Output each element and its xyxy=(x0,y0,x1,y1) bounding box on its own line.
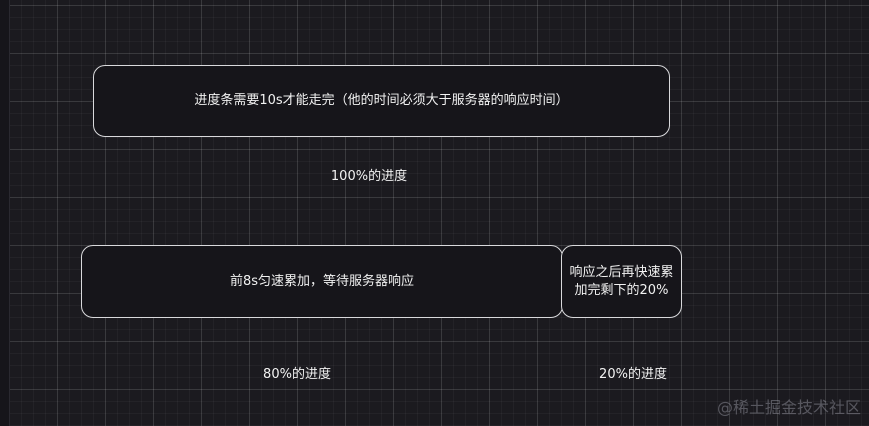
steady-phase-box[interactable]: 前8s匀速累加，等待服务器响应 xyxy=(81,245,563,318)
fast-phase-text-line2: 加完剩下的20% xyxy=(574,282,669,298)
fast-phase-text-line1: 响应之后再快速累 xyxy=(569,264,674,280)
steady-phase-text: 前8s匀速累加，等待服务器响应 xyxy=(229,273,415,289)
watermark-text: @稀土掘金技术社区 xyxy=(716,398,861,417)
fast-phase-box[interactable]: 响应之后再快速累 加完剩下的20% xyxy=(561,245,682,318)
canvas-left-edge xyxy=(0,0,10,426)
total-progress-label: 100%的进度 xyxy=(330,169,408,184)
total-duration-text: 进度条需要10s才能走完（他的时间必须大于服务器的响应时间） xyxy=(194,93,569,108)
fast-progress-label: 20%的进度 xyxy=(599,367,667,382)
steady-progress-label: 80%的进度 xyxy=(263,367,331,382)
total-duration-box[interactable]: 进度条需要10s才能走完（他的时间必须大于服务器的响应时间） xyxy=(93,65,670,137)
